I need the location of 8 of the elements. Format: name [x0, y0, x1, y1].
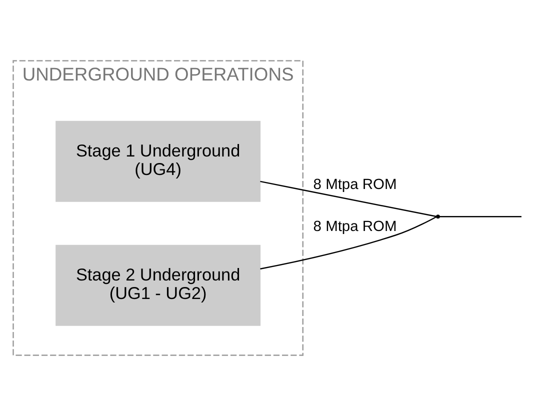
edge-label: 8 Mtpa ROM — [313, 218, 397, 235]
node-box: Stage 1 Underground (UG4) — [56, 120, 261, 202]
connector — [260, 216, 437, 270]
node-box: Stage 2 Underground (UG1 - UG2) — [56, 244, 261, 326]
node-point — [436, 214, 440, 219]
connector — [260, 180, 437, 218]
edge-label: 8 Mtpa ROM — [313, 177, 397, 194]
connector — [439, 216, 522, 218]
